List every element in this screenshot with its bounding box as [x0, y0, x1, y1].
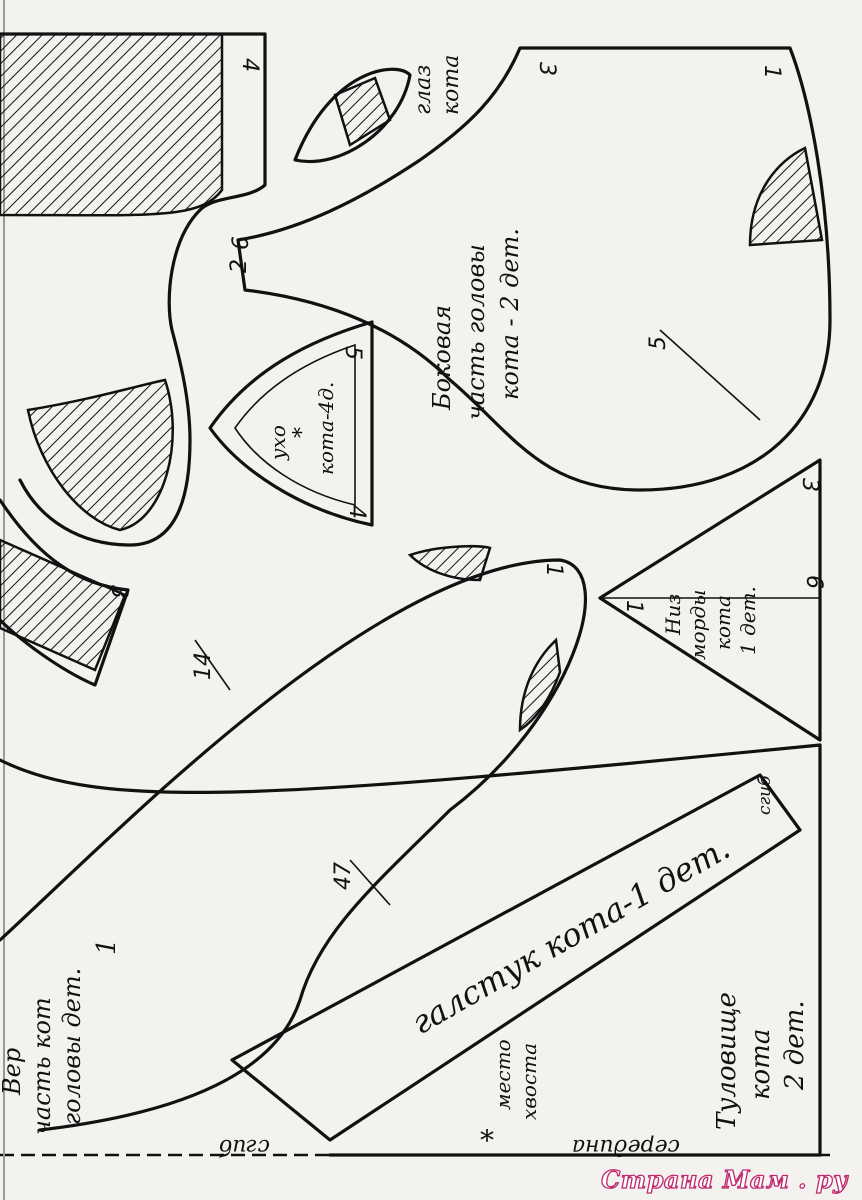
- tail-label-line2: хвоста: [517, 1043, 541, 1120]
- head-upper-curve: [0, 743, 822, 795]
- head-top-label-line3: головы дет.: [58, 968, 86, 1125]
- head-top-label-line1: Вер: [0, 1048, 26, 1096]
- ear-inner-line: [234, 343, 356, 507]
- mark-1-tail: 1: [541, 563, 566, 577]
- head-top-label-line2: часть кот: [28, 997, 56, 1135]
- ear-star: *: [290, 427, 315, 438]
- mark-3-muzzle: 3: [797, 478, 822, 492]
- head-side-hatched-area: [748, 146, 824, 247]
- muzzle-label: Низ морды кота 1 дет.: [661, 586, 760, 660]
- piece-marks: 4 3 1 2 6 5 5 4 3 6 1 3 1 14 47: [106, 58, 826, 890]
- head-side-label: Боковая часть головы кота - 2 дет.: [428, 228, 524, 420]
- left-hatched-strip: [0, 538, 127, 672]
- head-top-hatched-area: [0, 32, 224, 217]
- head-top-piece-outline: [0, 32, 267, 547]
- eye-label-line2: кота: [439, 55, 464, 115]
- ear-piece-outline: [208, 320, 374, 527]
- bottom-fold-label: сгиб: [218, 1134, 270, 1159]
- tail-place-label: * место хвоста: [480, 1039, 541, 1157]
- eye-hatched-area: [333, 76, 392, 147]
- head-top-label-count: 1: [92, 938, 122, 955]
- watermark: Страна Мам . ру: [600, 1164, 848, 1194]
- bottom-middle-label: середина: [572, 1134, 680, 1159]
- muzzle-label-line3: кота: [711, 595, 735, 650]
- head-side-dart: [659, 329, 761, 421]
- mark-6-muzzle: 6: [801, 575, 826, 589]
- mark-47: 47: [331, 862, 356, 890]
- eye-label: глаз кота: [411, 55, 464, 115]
- mark-4-top: 4: [237, 58, 262, 72]
- muzzle-label-line4: 1 дет.: [736, 586, 760, 655]
- body-label-line3: 2 дет.: [780, 1000, 810, 1091]
- tail-hatched-area-right: [518, 637, 562, 733]
- head-top-label: Вер часть кот головы дет. 1: [0, 938, 122, 1135]
- mark-3-left: 3: [106, 585, 131, 599]
- tie-label-text: галстук кота-1 дет.: [405, 829, 736, 1042]
- head-side-piece-outline: [236, 46, 832, 492]
- muzzle-label-line1: Низ: [661, 594, 685, 636]
- ear-label-line2: кота-4д.: [314, 382, 338, 475]
- eye-piece-outline: [293, 67, 412, 163]
- body-piece-outline: [328, 743, 822, 1157]
- head-side-label-line3: кота - 2 дет.: [496, 228, 524, 400]
- mark-1-head: 1: [759, 65, 784, 79]
- mark-4-ear: 4: [344, 505, 369, 519]
- mark-3-head: 3: [534, 62, 559, 76]
- mark-5-ear: 5: [340, 346, 365, 360]
- tail-dart-14: [194, 639, 231, 691]
- mark-1-muzzle: 1: [621, 600, 646, 614]
- tail-top-piece-outline: [0, 558, 587, 1132]
- ear-label-line1: ухо: [266, 425, 290, 461]
- muzzle-label-line2: морды: [686, 590, 710, 660]
- tail-dart-47: [349, 859, 391, 906]
- left-piece-outline: [0, 498, 130, 687]
- tail-star: *: [480, 1124, 494, 1157]
- body-label: Туловище кота 2 дет.: [712, 992, 810, 1130]
- mark-6-neck: 6: [229, 236, 254, 250]
- body-label-line1: Туловище: [712, 992, 742, 1130]
- head-lower-hatched-area: [26, 378, 174, 532]
- head-side-label-line1: Боковая: [428, 305, 456, 411]
- eye-label-line1: глаз: [411, 65, 436, 115]
- tie-fold-label: сгиб: [755, 775, 775, 815]
- tie-label: галстук кота-1 дет.: [405, 829, 736, 1042]
- tail-label-line1: место: [491, 1039, 515, 1110]
- mark-14: 14: [191, 652, 216, 680]
- tail-hatched-area-top: [407, 545, 492, 582]
- tie-piece-outline: [230, 773, 802, 1142]
- muzzle-piece-outline: [598, 458, 822, 742]
- mark-5-head: 5: [646, 336, 671, 350]
- mark-2-neck: 2: [227, 259, 252, 273]
- body-label-line2: кота: [746, 1029, 776, 1100]
- head-side-label-line2: часть головы: [462, 244, 490, 420]
- ear-label: ухо * кота-4д.: [266, 382, 338, 475]
